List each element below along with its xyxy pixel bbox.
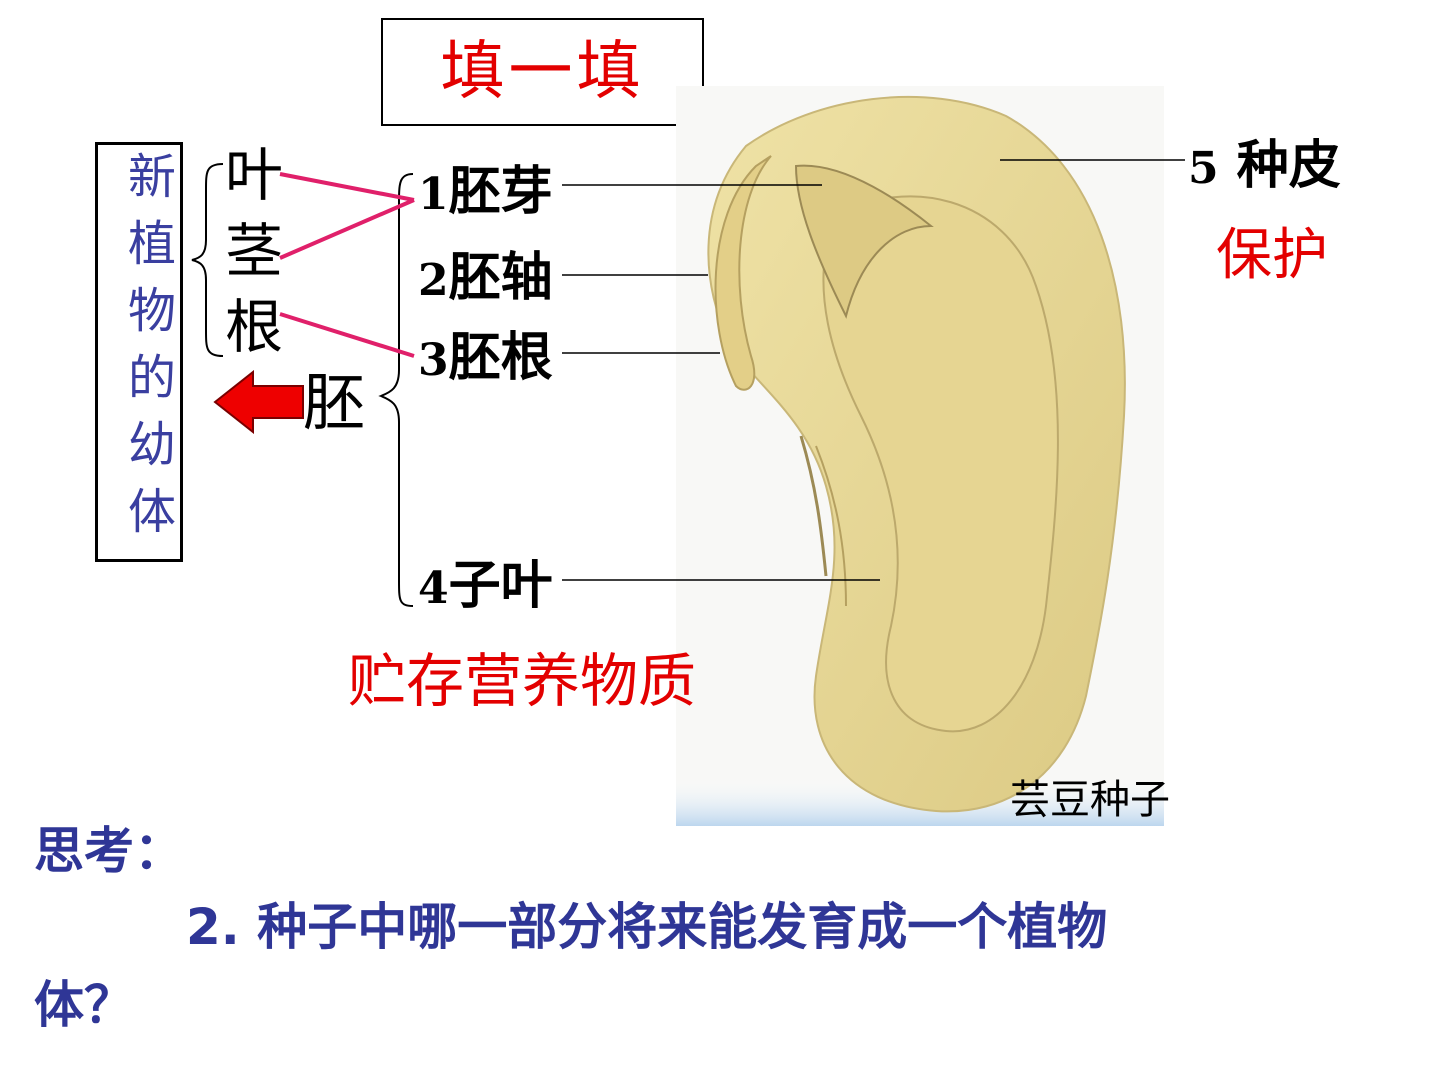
page-title: 填一填 [440,35,645,109]
plant-part-stem: 茎 [225,217,284,285]
connector-stem-plumule [279,198,415,260]
cotyledon-function: 贮存营养物质 [348,647,697,715]
new-plant-label: 新植物的幼体 [119,151,175,553]
label-cotyledon: 4子叶 [418,555,553,616]
question-line-2: 体？ [34,976,134,1034]
connector-root-radicle [279,312,415,358]
red-left-arrow [213,370,304,434]
question-heading: 思考： [34,822,184,880]
label-plumule: 1胚芽 [418,161,553,222]
label-hypocotyl: 2胚轴 [418,247,553,308]
label-radicle: 3胚根 [418,327,553,388]
embryo-label: 胚 [303,366,366,439]
image-caption: 芸豆种子 [1010,777,1170,823]
cotyledon-shape [822,195,1059,733]
new-plant-label-box: 新植物的幼体 [95,142,183,562]
title-box: 填一填 [381,18,704,126]
label-seed-coat: 5 种皮 [1188,135,1341,196]
question-line-1: 2. 种子中哪一部分将来能发育成一个植物 [186,898,1108,956]
radicle-shape [714,155,772,391]
plant-part-root: 根 [225,293,284,361]
plumule-shape [794,164,934,319]
plant-parts-brace [191,163,224,357]
seed-parts-brace [378,173,414,607]
seed-coat-function: 保护 [1216,223,1328,288]
bean-seed-illustration [676,86,1164,826]
plant-part-leaf: 叶 [225,141,284,209]
connector-leaf-plumule [279,172,415,202]
